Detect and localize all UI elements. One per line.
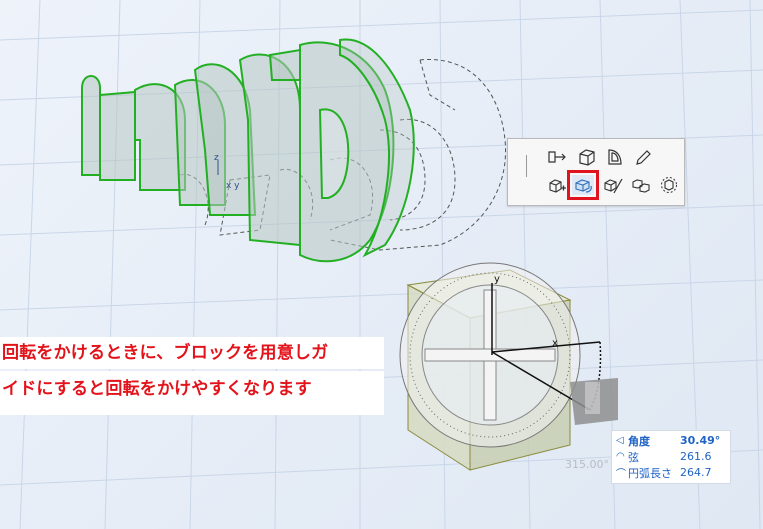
readout-chord-row: ◠ 弦 261.6 xyxy=(616,449,728,464)
axis-y-label: y xyxy=(494,274,500,285)
axis-x-label: x xyxy=(552,338,558,349)
arc-length-icon: ⌒ xyxy=(616,469,626,480)
slice-box-tool[interactable] xyxy=(602,175,624,195)
move-arrow-tool[interactable] xyxy=(546,147,568,167)
offset-face-icon xyxy=(608,149,622,165)
arc-length-value[interactable]: 264.7 xyxy=(680,466,712,479)
angle-icon: ◁ xyxy=(616,435,624,446)
pencil-icon xyxy=(636,150,651,165)
angle-label: 角度 xyxy=(628,434,650,448)
protractor-angle-label: 315.00° xyxy=(565,458,609,471)
slice-box-icon xyxy=(604,178,623,194)
copy-box-icon xyxy=(632,179,650,193)
text-axes-marker: z x y xyxy=(214,153,240,191)
move-arrow-icon xyxy=(548,151,566,163)
rotated-block-shadow xyxy=(570,378,618,425)
chord-value[interactable]: 261.6 xyxy=(680,450,712,463)
text-axis-xy: x y xyxy=(226,181,240,191)
extruded-text-3d[interactable] xyxy=(81,38,415,263)
settings-box-tool[interactable] xyxy=(658,175,680,195)
rotate-box-tool[interactable] xyxy=(567,170,599,200)
copy-box-tool[interactable] xyxy=(630,175,652,195)
rotate-box-icon xyxy=(575,179,592,193)
add-box-tool[interactable] xyxy=(546,175,568,195)
readout-angle-row: ◁ 角度 30.49° xyxy=(616,433,728,448)
chord-label: 弦 xyxy=(628,450,639,464)
angle-arc-swatch xyxy=(585,382,600,414)
add-box-icon xyxy=(549,179,566,193)
angle-value[interactable]: 30.49° xyxy=(680,434,721,447)
settings-box-icon xyxy=(661,177,677,193)
edit-toolbar xyxy=(507,138,685,206)
toolbar-separator xyxy=(526,155,527,177)
offset-face-tool[interactable] xyxy=(604,147,626,167)
arc-length-label: 円弧長さ xyxy=(628,466,672,480)
pencil-tool[interactable] xyxy=(632,147,654,167)
rotation-protractor[interactable] xyxy=(399,262,581,448)
caption-line-1: 回転をかけるときに、ブロックを用意しガ xyxy=(0,337,384,369)
readout-arc-row: ⌒ 円弧長さ 264.7 xyxy=(616,465,728,480)
box-push-icon xyxy=(579,149,595,166)
box-push-tool[interactable] xyxy=(576,147,598,167)
chord-icon: ◠ xyxy=(616,451,625,462)
caption-line-2: イドにすると回転をかけやすくなります xyxy=(0,371,384,415)
measurement-readout: ◁ 角度 30.49° ◠ 弦 261.6 ⌒ 円弧長さ 264.7 xyxy=(611,430,731,484)
text-axis-z: z xyxy=(214,153,219,163)
